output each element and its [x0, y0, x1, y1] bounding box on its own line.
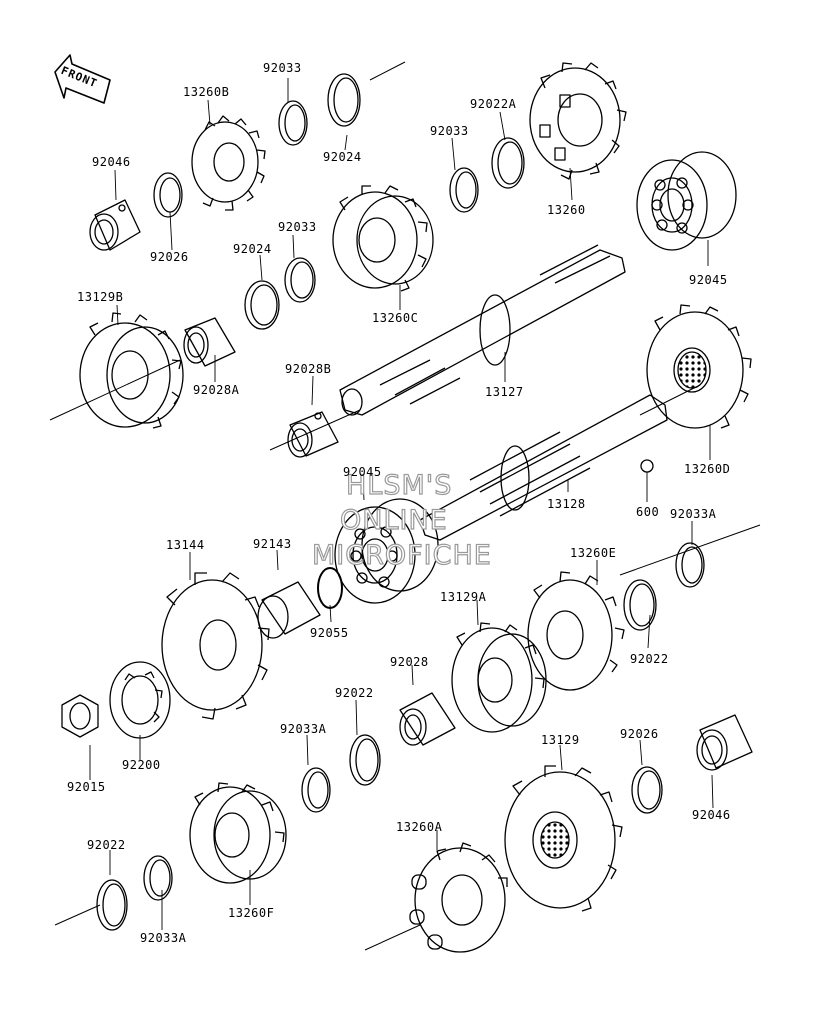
circlip-92033a-right — [675, 542, 705, 588]
part-label[interactable]: 13260 — [547, 203, 586, 217]
part-label[interactable]: 92033 — [430, 124, 469, 138]
washer-92022-right — [623, 579, 657, 631]
collar-92143 — [257, 581, 321, 639]
part-label[interactable]: 92046 — [92, 155, 131, 169]
part-label[interactable]: 13144 — [166, 538, 205, 552]
part-label[interactable]: 92028A — [193, 383, 240, 397]
watermark-line-3: MICROFICHE — [311, 539, 492, 571]
part-label[interactable]: 92033A — [140, 931, 187, 945]
part-label[interactable]: 92028B — [285, 362, 332, 376]
steel-ball-600 — [640, 459, 654, 473]
part-label[interactable]: 13260D — [684, 462, 731, 476]
shaft-13128 — [419, 394, 668, 541]
needle-bearing-92028a — [183, 317, 236, 367]
part-label[interactable]: 600 — [636, 505, 660, 519]
part-label[interactable]: 13129A — [440, 590, 487, 604]
part-label[interactable]: 92015 — [67, 780, 106, 794]
part-label[interactable]: 13129 — [541, 733, 580, 747]
part-label[interactable]: 92033A — [280, 722, 327, 736]
part-label[interactable]: 92033A — [670, 507, 717, 521]
part-label[interactable]: 92045 — [689, 273, 728, 287]
circlip-92033-mid — [449, 167, 479, 213]
gear-13260a — [409, 842, 508, 953]
washer-92024-top — [327, 73, 361, 127]
part-label[interactable]: 92022A — [470, 97, 517, 111]
part-label[interactable]: 92024 — [323, 150, 362, 164]
bearing-92045-mid — [334, 498, 439, 604]
shaft-13127 — [339, 244, 626, 416]
part-label[interactable]: 13260C — [372, 311, 419, 325]
part-label[interactable]: 92022 — [87, 838, 126, 852]
washer-92024-mid — [244, 280, 280, 330]
watermark-line-1: HLSM'S — [345, 469, 453, 501]
part-label[interactable]: 92143 — [253, 537, 292, 551]
gear-13260e — [527, 571, 625, 691]
collar-92046-bottom — [696, 714, 753, 771]
part-label[interactable]: 13260B — [183, 85, 230, 99]
part-label[interactable]: 13127 — [485, 385, 524, 399]
circlip-92033-top — [278, 100, 308, 146]
gear-13129 — [504, 765, 623, 912]
part-label[interactable]: 13129B — [77, 290, 124, 304]
part-label[interactable]: 13128 — [547, 497, 586, 511]
gear-13260 — [529, 62, 627, 180]
part-label[interactable]: 92026 — [150, 250, 189, 264]
part-label[interactable]: 92055 — [310, 626, 349, 640]
part-label[interactable]: 13260A — [396, 820, 443, 834]
gear-13129b — [79, 312, 184, 429]
part-label[interactable]: 92022 — [335, 686, 374, 700]
gear-13260b — [191, 115, 266, 211]
nut-92015 — [61, 694, 99, 738]
washer-92022-mid — [349, 734, 381, 786]
part-label[interactable]: 13260F — [228, 906, 275, 920]
washer-92026-top — [153, 172, 183, 218]
part-label[interactable]: 92024 — [233, 242, 272, 256]
part-label[interactable]: 92200 — [122, 758, 161, 772]
circlip-92033-mid2 — [284, 257, 316, 303]
circlip-92033a-mid — [301, 767, 331, 813]
washer-92022a — [491, 137, 525, 189]
gear-13260d — [646, 304, 752, 429]
gear-13260f — [189, 782, 287, 884]
part-label[interactable]: 92028 — [390, 655, 429, 669]
front-arrow-icon — [54, 54, 111, 104]
watermark-line-2: ONLINE — [339, 504, 448, 536]
needle-bearing-92028 — [399, 692, 456, 746]
o-ring-92055 — [317, 567, 343, 609]
part-label[interactable]: 92046 — [692, 808, 731, 822]
part-label[interactable]: 92022 — [630, 652, 669, 666]
part-label[interactable]: 92026 — [620, 727, 659, 741]
circlip-92033a-bottom — [143, 855, 173, 901]
gear-13129a — [451, 622, 547, 733]
washer-92022-bottom — [96, 879, 128, 931]
part-label[interactable]: 92033 — [263, 61, 302, 75]
leader-lines — [89, 78, 714, 930]
part-label[interactable]: 13260E — [570, 546, 617, 560]
collar-92028b — [287, 411, 339, 458]
lock-washer-92200 — [109, 661, 171, 739]
gear-13260c — [332, 185, 434, 292]
bearing-92045-top — [636, 151, 737, 251]
axis-lines — [49, 61, 761, 951]
part-label[interactable]: 92045 — [343, 465, 382, 479]
washer-92026-bottom — [631, 766, 663, 814]
sprocket-13144 — [161, 572, 270, 720]
collar-92046-top — [89, 199, 141, 251]
part-label[interactable]: 92033 — [278, 220, 317, 234]
